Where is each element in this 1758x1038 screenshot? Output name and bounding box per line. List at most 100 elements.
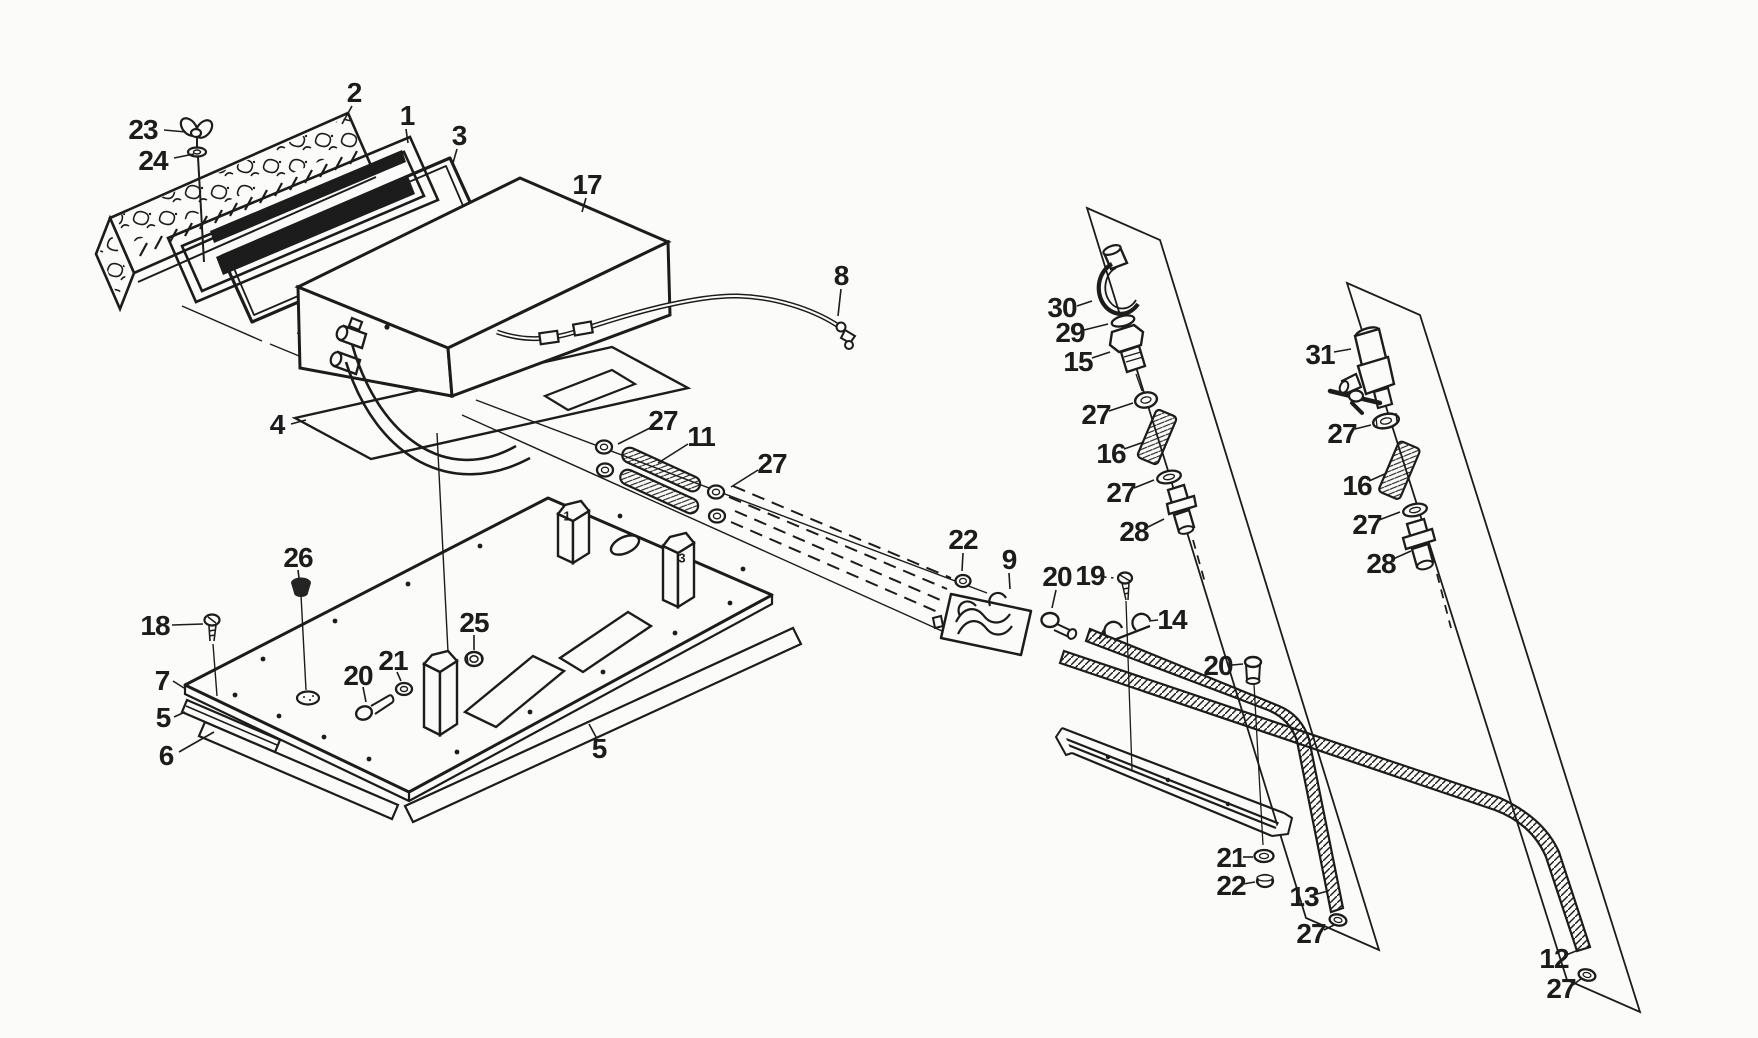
part-label-13: 13 <box>1289 881 1319 912</box>
grille-panel <box>94 111 377 313</box>
leader-line <box>588 723 597 738</box>
part-label-27: 27 <box>1081 399 1111 430</box>
heater-pipe-12 <box>1058 649 1597 982</box>
heater-pipe-13 <box>1084 627 1348 927</box>
part-label-27: 27 <box>757 448 787 479</box>
part-label-27: 27 <box>1106 477 1136 508</box>
sill-strip-left <box>197 720 400 821</box>
drain-tap-31 <box>1327 326 1396 415</box>
leader-line <box>1133 479 1155 489</box>
rod-nuts <box>594 439 727 524</box>
cable-connector <box>571 320 595 337</box>
support-pillar-rear-left <box>556 499 591 566</box>
nut-22-lower <box>1255 873 1275 889</box>
part-label-20: 20 <box>343 660 373 691</box>
part-label-20: 20 <box>1042 561 1072 592</box>
valve-assembly-2 <box>1327 326 1452 629</box>
leader-line <box>171 623 204 626</box>
part-label-30: 30 <box>1047 292 1077 323</box>
washer-27 <box>1156 469 1182 485</box>
part-label-23: 23 <box>128 114 158 145</box>
part-label-16: 16 <box>1342 470 1372 501</box>
leader-line <box>173 711 186 718</box>
leader-line <box>362 686 367 703</box>
leader-line <box>1103 576 1116 579</box>
union-fitting-28 <box>1401 517 1437 571</box>
part-label-22: 22 <box>1216 870 1246 901</box>
tie-rod <box>621 446 702 493</box>
nut-27 <box>1372 412 1400 430</box>
part-label-14: 14 <box>1157 604 1188 635</box>
leader-line <box>1323 924 1335 931</box>
leader-line <box>1148 619 1159 622</box>
part-label-24: 24 <box>138 145 169 176</box>
part-label-21: 21 <box>1216 842 1246 873</box>
leader-line <box>617 427 651 445</box>
part-label-5: 5 <box>156 702 171 733</box>
part-label-25: 25 <box>459 607 489 638</box>
part-label-31: 31 <box>1305 339 1335 370</box>
bolt-20-left <box>354 694 395 721</box>
bolt-20-right <box>1243 655 1264 846</box>
support-pillar-rear-right <box>661 531 696 610</box>
leader-line <box>297 569 300 579</box>
leader-line <box>1231 663 1244 666</box>
part-label-16: 16 <box>1096 438 1126 469</box>
pipe-clamp-14 <box>1097 612 1152 642</box>
knurled-tube-16 <box>1378 440 1421 500</box>
part-label-18: 18 <box>140 610 170 641</box>
part-label-27: 27 <box>1352 509 1382 540</box>
leader-line <box>961 552 964 572</box>
rod-phantom-lines <box>728 485 952 614</box>
leader-line <box>837 288 842 317</box>
part-label-22: 22 <box>948 524 978 555</box>
part-label-6: 6 <box>159 740 174 771</box>
part-label-26: 26 <box>283 542 313 573</box>
part-label-9: 9 <box>1002 544 1017 575</box>
part-label-27: 27 <box>1327 418 1357 449</box>
leader-line <box>396 671 402 682</box>
leader-line <box>178 731 215 753</box>
leader-line <box>581 197 587 213</box>
pillar-mark-1: 1 <box>563 509 570 524</box>
grommet-26 <box>291 577 321 706</box>
union-fitting-28 <box>1165 483 1198 535</box>
part-label-4: 4 <box>270 409 286 440</box>
radio-unit-box <box>294 176 672 399</box>
part-label-27: 27 <box>1296 918 1326 949</box>
lower-channel-bracket <box>1054 726 1294 838</box>
plate-opening <box>462 654 567 729</box>
sill-strip-right <box>403 626 803 824</box>
hose-bracket-9 <box>931 591 1033 657</box>
leader-line <box>1378 511 1401 521</box>
part-label-11: 11 <box>687 421 715 452</box>
valve-body-15 <box>1108 323 1147 392</box>
part-label-20: 20 <box>1203 650 1233 681</box>
part-label-7: 7 <box>155 665 170 696</box>
cable-end-plug <box>835 321 857 350</box>
leader-line <box>1572 977 1583 986</box>
washer-27 <box>1402 502 1428 518</box>
part-label-27: 27 <box>1546 973 1576 1004</box>
part-label-27: 27 <box>648 405 678 436</box>
nut-27 <box>1133 391 1159 409</box>
part-label-29: 29 <box>1055 317 1085 348</box>
plate-opening <box>557 610 654 674</box>
pillar-mark-3: 3 <box>678 551 685 566</box>
hose-alignment-lines <box>461 399 988 641</box>
leader-line <box>1242 881 1256 885</box>
leader-line <box>341 105 353 125</box>
valve-assembly-1 <box>1096 244 1207 587</box>
part-label-28: 28 <box>1119 516 1149 547</box>
leader-line <box>657 443 689 464</box>
leader-line <box>1316 890 1329 895</box>
retaining-clip-30 <box>1096 244 1140 316</box>
nut-25 <box>464 650 484 668</box>
leader-line <box>1091 351 1111 359</box>
leader-line <box>1392 550 1412 560</box>
clip-strip <box>180 698 282 754</box>
leader-line <box>452 148 458 164</box>
leader-line <box>1051 589 1057 609</box>
